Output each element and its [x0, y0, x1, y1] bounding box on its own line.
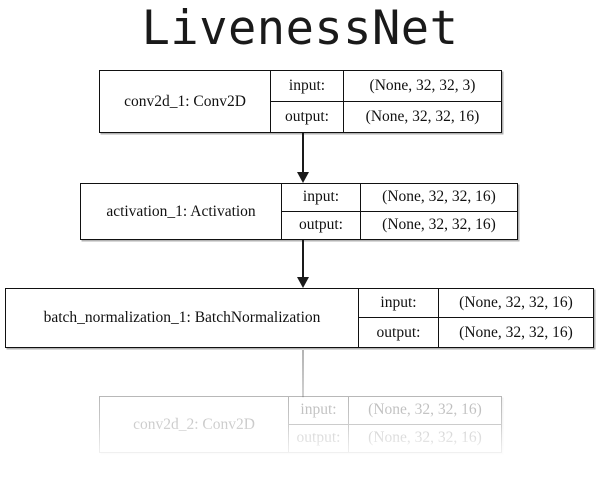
- node-conv2d-2-label: conv2d_2: Conv2D: [100, 397, 289, 452]
- input-label: input:: [271, 71, 344, 101]
- node-conv2d-2-input-shape: (None, 32, 32, 16): [368, 401, 482, 419]
- edge-arrowhead-icon: [297, 277, 309, 288]
- edge-arrowhead-icon: [297, 387, 309, 398]
- output-label: output:: [282, 211, 361, 239]
- node-activation-1[interactable]: activation_1: Activation input: (None, 3…: [80, 183, 518, 240]
- output-label: output:: [359, 318, 439, 347]
- output-label: output:: [271, 101, 344, 132]
- node-activation-1-label: activation_1: Activation: [81, 184, 282, 239]
- edge-arrowhead-icon: [297, 172, 309, 183]
- edge-shaft: [302, 240, 304, 278]
- node-batch-normalization-1-io: input: (None, 32, 32, 16) output: (None,…: [359, 289, 593, 347]
- edge-shaft: [302, 350, 304, 388]
- edge-conv2d-1-to-activation-1: [297, 133, 309, 183]
- node-activation-1-input-shape: (None, 32, 32, 16): [382, 188, 496, 206]
- edge-activation-1-to-batch-normalization-1: [297, 240, 309, 288]
- node-batch-normalization-1[interactable]: batch_normalization_1: BatchNormalizatio…: [5, 288, 594, 348]
- node-activation-1-output-shape: (None, 32, 32, 16): [382, 216, 496, 234]
- node-activation-1-io: input: (None, 32, 32, 16) output: (None,…: [282, 184, 517, 239]
- node-conv2d-2-input-row: input: (None, 32, 32, 16): [289, 397, 501, 425]
- node-conv2d-1-label: conv2d_1: Conv2D: [100, 71, 271, 132]
- node-conv2d-2-fade-mask: conv2d_2: Conv2D input: (None, 32, 32, 1…: [99, 396, 509, 468]
- node-activation-1-input-row: input: (None, 32, 32, 16): [282, 184, 517, 212]
- node-conv2d-1-output-shape: (None, 32, 32, 16): [365, 107, 480, 125]
- edge-shaft: [302, 133, 304, 173]
- node-conv2d-1-input-shape: (None, 32, 32, 3): [369, 76, 476, 94]
- output-label: output:: [289, 424, 349, 452]
- node-activation-1-output-row: output: (None, 32, 32, 16): [282, 211, 517, 239]
- node-batch-normalization-1-label: batch_normalization_1: BatchNormalizatio…: [6, 289, 359, 347]
- node-conv2d-1-output-row: output: (None, 32, 32, 16): [271, 101, 501, 132]
- edge-batch-normalization-1-to-conv2d-2: [297, 350, 309, 398]
- node-conv2d-1[interactable]: conv2d_1: Conv2D input: (None, 32, 32, 3…: [99, 70, 502, 133]
- node-batch-normalization-1-output-row: output: (None, 32, 32, 16): [359, 318, 593, 347]
- input-label: input:: [282, 184, 361, 211]
- node-conv2d-2-output-shape: (None, 32, 32, 16): [368, 429, 482, 447]
- node-conv2d-2-io: input: (None, 32, 32, 16) output: (None,…: [289, 397, 501, 452]
- node-batch-normalization-1-output-shape: (None, 32, 32, 16): [459, 323, 573, 341]
- input-label: input:: [289, 397, 349, 424]
- page-title: LivenessNet: [141, 1, 459, 56]
- node-conv2d-2-output-row: output: (None, 32, 32, 16): [289, 424, 501, 452]
- node-batch-normalization-1-input-shape: (None, 32, 32, 16): [459, 294, 573, 311]
- node-conv2d-1-input-row: input: (None, 32, 32, 3): [271, 71, 501, 102]
- input-label: input:: [359, 289, 439, 317]
- node-conv2d-2[interactable]: conv2d_2: Conv2D input: (None, 32, 32, 1…: [99, 396, 502, 453]
- node-conv2d-1-io: input: (None, 32, 32, 3) output: (None, …: [271, 71, 501, 132]
- node-batch-normalization-1-input-row: input: (None, 32, 32, 16): [359, 289, 593, 318]
